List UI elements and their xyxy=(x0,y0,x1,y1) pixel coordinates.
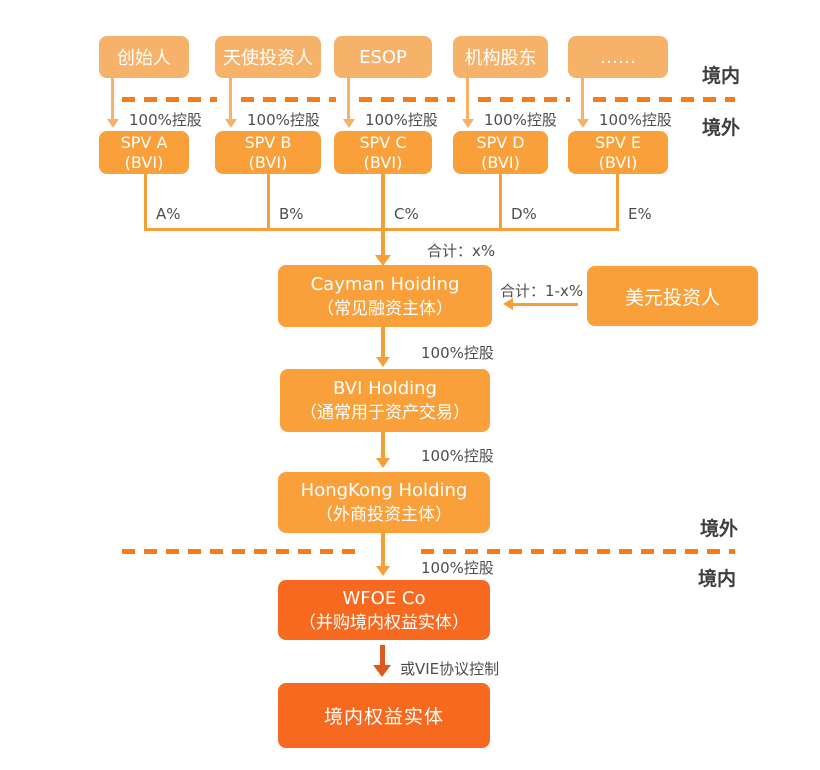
connector-line xyxy=(144,174,147,229)
company-title: HongKong Holding xyxy=(300,480,468,501)
control-label: 100%控股 xyxy=(599,111,672,129)
company-title: Cayman Hoiding xyxy=(310,273,460,295)
control-label: 100%控股 xyxy=(247,111,320,129)
control-label: 100%控股 xyxy=(484,111,557,129)
control-label: 100%控股 xyxy=(421,447,494,465)
spv-name: SPV E xyxy=(595,132,641,152)
control-label: 100%控股 xyxy=(421,559,494,577)
percent-label: C% xyxy=(394,205,419,223)
aggregate-label: 合计：x% xyxy=(427,242,496,260)
shareholder-box-esop: ESOP xyxy=(334,36,432,78)
dash-segment xyxy=(122,549,357,554)
connector-line xyxy=(267,174,270,229)
percent-label: B% xyxy=(279,205,304,223)
ownership-arrow-line xyxy=(111,78,114,121)
spv-name: SPV A xyxy=(120,132,168,152)
dash-segment xyxy=(421,549,735,554)
shareholder-box-angel-investors: 天使投资人 xyxy=(215,36,321,78)
arrow-down-icon xyxy=(376,357,390,367)
spv-box-a: SPV A(BVI) xyxy=(99,131,189,174)
connector-line-horizontal xyxy=(144,228,619,231)
company-title: BVI Holding xyxy=(333,378,437,399)
shareholder-label: 天使投资人 xyxy=(223,48,313,69)
arrow-down-icon xyxy=(462,119,474,128)
spv-locale: (BVI) xyxy=(598,152,638,172)
spv-name: SPV C xyxy=(359,132,407,152)
ownership-arrow-line xyxy=(229,78,232,121)
dash-segment xyxy=(122,97,217,102)
connector-line xyxy=(616,174,619,229)
region-label-offshore-bottom: 境外 xyxy=(700,518,739,540)
arrow-down-icon xyxy=(577,119,589,128)
connector-line xyxy=(499,174,502,229)
arrow-down-icon xyxy=(343,119,355,128)
dash-segment xyxy=(478,97,570,102)
company-subtitle: （并购境内权益实体） xyxy=(299,612,469,633)
shareholder-label: 创始人 xyxy=(117,48,171,69)
arrow-down-icon xyxy=(375,255,391,266)
vie-arrow-line xyxy=(380,645,385,667)
shareholder-box-others: …… xyxy=(568,36,668,78)
bvi-holding-box: BVI Holding （通常用于资产交易） xyxy=(280,369,490,432)
domestic-entity-box: 境内权益实体 xyxy=(278,683,490,748)
connector-line-center xyxy=(381,174,385,258)
company-title: 境内权益实体 xyxy=(323,706,444,728)
ownership-arrow-line xyxy=(581,78,584,121)
region-label-domestic-bottom: 境内 xyxy=(698,568,737,590)
ownership-arrow-line xyxy=(381,533,385,568)
arrow-down-icon xyxy=(107,119,119,128)
region-label-domestic-top: 境内 xyxy=(702,65,741,87)
control-label: 100%控股 xyxy=(421,344,494,362)
shareholder-label: ESOP xyxy=(359,46,407,68)
spv-box-c: SPV C(BVI) xyxy=(334,131,432,174)
cayman-holding-box: Cayman Hoiding （常见融资主体） xyxy=(278,265,492,327)
shareholder-label: 机构股东 xyxy=(464,48,537,69)
spv-name: SPV D xyxy=(476,132,525,152)
arrow-down-icon xyxy=(225,119,237,128)
percent-label: D% xyxy=(511,205,537,223)
usd-investor-box: 美元投资人 xyxy=(587,266,758,326)
ownership-arrow-line xyxy=(381,432,385,460)
spv-box-e: SPV E(BVI) xyxy=(568,131,668,174)
arrow-down-icon xyxy=(376,566,390,576)
dash-segment xyxy=(359,97,455,102)
ownership-arrow-line xyxy=(347,78,350,121)
spv-locale: (BVI) xyxy=(124,152,164,172)
spv-locale: (BVI) xyxy=(363,152,403,172)
dash-segment xyxy=(241,97,336,102)
shareholder-label: …… xyxy=(600,46,636,68)
ownership-arrow-line xyxy=(466,78,469,121)
control-label: 100%控股 xyxy=(129,111,202,129)
arrow-down-icon xyxy=(376,458,390,468)
company-subtitle: （通常用于资产交易） xyxy=(300,403,470,423)
ownership-arrow-line xyxy=(381,327,385,359)
control-label: 100%控股 xyxy=(365,111,438,129)
usd-investor-label: 美元投资人 xyxy=(624,286,720,309)
shareholder-box-founders: 创始人 xyxy=(99,36,189,78)
hongkong-holding-box: HongKong Holding （外商投资主体） xyxy=(278,472,490,533)
spv-box-b: SPV B(BVI) xyxy=(215,131,321,174)
shareholder-box-institutional: 机构股东 xyxy=(453,36,548,78)
wfoe-box: WFOE Co （并购境内权益实体） xyxy=(278,580,490,640)
arrow-down-icon xyxy=(373,665,391,677)
company-subtitle: （外商投资主体） xyxy=(316,505,452,525)
company-title: WFOE Co xyxy=(342,587,426,609)
spv-name: SPV B xyxy=(244,132,292,152)
company-subtitle: （常见融资主体） xyxy=(317,298,453,319)
spv-locale: (BVI) xyxy=(481,152,520,172)
spv-locale: (BVI) xyxy=(248,152,288,172)
usd-stake-label: 合计：1-x% xyxy=(500,282,584,300)
percent-label: E% xyxy=(628,205,652,223)
vie-control-label: 或VIE协议控制 xyxy=(400,660,500,678)
arrow-left-icon xyxy=(503,298,513,310)
spv-box-d: SPV D(BVI) xyxy=(453,131,548,174)
region-label-offshore-top: 境外 xyxy=(702,117,741,139)
dash-segment xyxy=(593,97,735,102)
usd-arrow-line xyxy=(513,303,578,306)
percent-label: A% xyxy=(156,205,181,223)
